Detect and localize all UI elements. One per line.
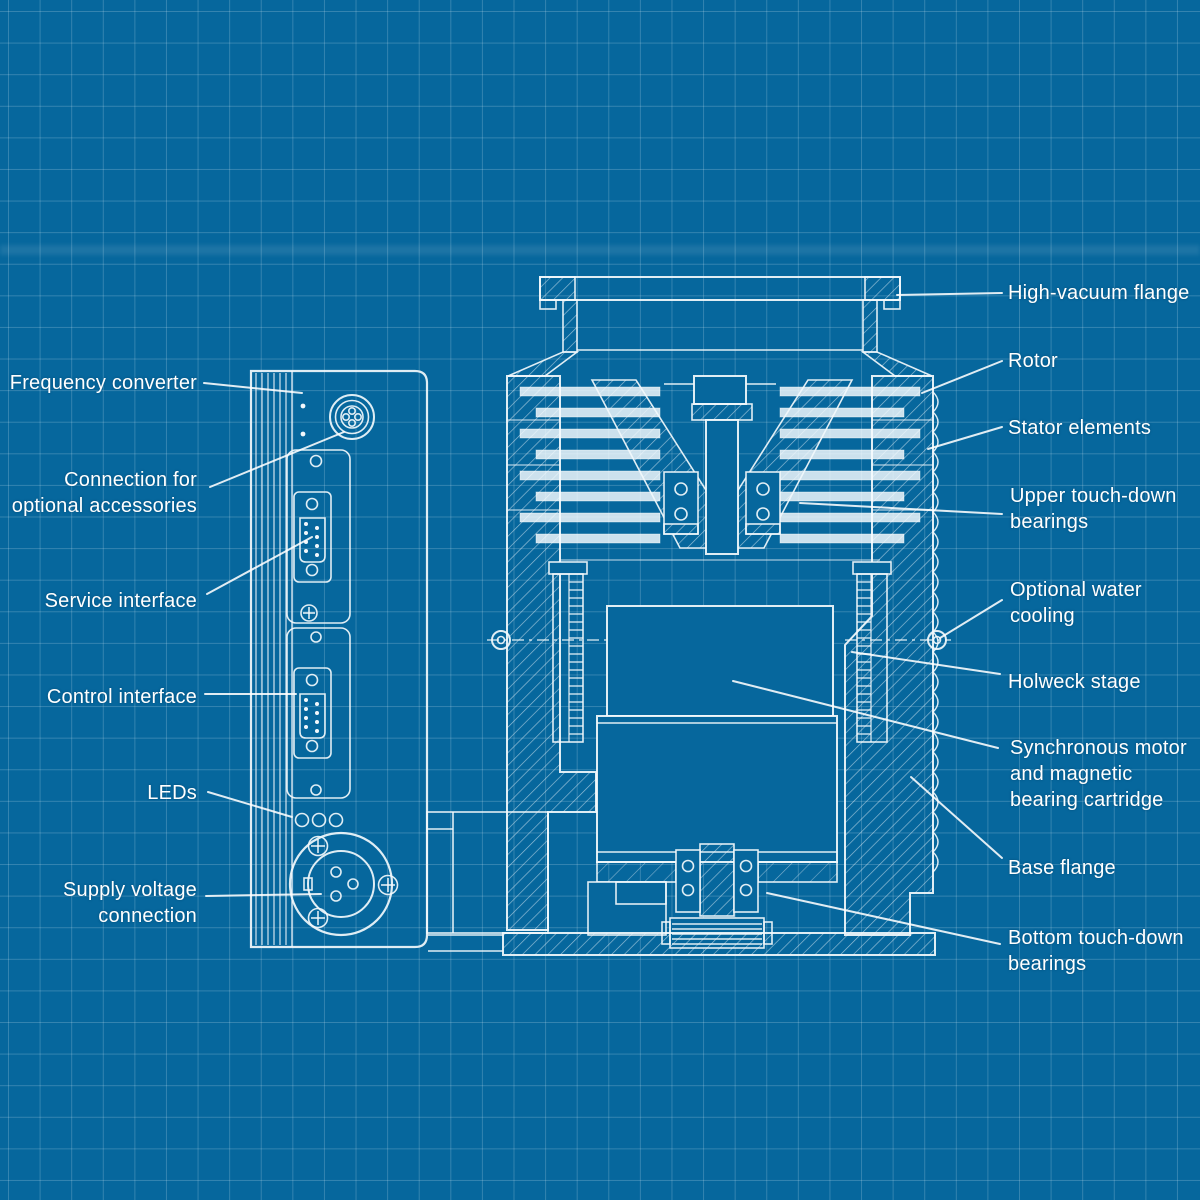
leader-synchronous-motor: [732, 680, 999, 749]
label-line: bearing cartridge: [1010, 789, 1164, 811]
label-line: connection: [98, 905, 197, 927]
label-line: Upper touch-down: [1010, 485, 1177, 507]
label-frequency-converter: Frequency converter: [0, 370, 197, 396]
label-holweck-stage: Holweck stage: [1008, 669, 1141, 695]
water-cooling-port: [487, 630, 951, 650]
panel-hole: [300, 431, 306, 437]
leader-leds: [207, 791, 293, 818]
label-accessory-connection: Connection for optional accessories: [0, 467, 197, 519]
high-vacuum-flange-part: [507, 276, 933, 377]
leader-base-flange: [910, 776, 1003, 859]
label-service-interface: Service interface: [0, 588, 197, 614]
leader-lines: [203, 292, 1003, 945]
label-line: Control interface: [46, 686, 197, 708]
label-line: Holweck stage: [1008, 671, 1141, 693]
service-interface-panel: [286, 449, 351, 624]
leader-accessory-connection: [209, 431, 345, 488]
label-synchronous-motor: Synchronous motor and magnetic bearing c…: [1010, 735, 1187, 813]
label-line: Bottom touch-down: [1008, 927, 1184, 949]
label-line: Frequency converter: [9, 372, 197, 394]
status-leds: [294, 812, 344, 828]
panel-screw: [300, 604, 318, 622]
panel-hole: [310, 784, 322, 796]
rotor-shaft: [664, 375, 776, 555]
label-line: bearings: [1008, 953, 1087, 975]
accessory-connector: [329, 394, 375, 440]
motor-cartridge-part: [596, 605, 838, 863]
flange-screw: [307, 907, 329, 929]
label-line: High-vacuum flange: [1008, 282, 1190, 304]
leader-supply-voltage: [205, 893, 322, 897]
label-high-vacuum-flange: High-vacuum flange: [1008, 280, 1189, 306]
panel-hole: [310, 631, 322, 643]
leader-high-vacuum-flange: [896, 292, 1003, 296]
label-line: bearings: [1010, 511, 1089, 533]
label-optional-water-cooling: Optional water cooling: [1010, 577, 1142, 629]
panel-hole: [300, 403, 306, 409]
label-line: LEDs: [147, 782, 197, 804]
leader-stator-elements: [927, 426, 1003, 450]
label-leds: LEDs: [0, 780, 197, 806]
flange-screw: [377, 874, 399, 896]
label-line: and magnetic: [1010, 763, 1133, 785]
supply-connector: [288, 831, 399, 937]
flange-screw: [307, 835, 329, 857]
leader-bottom-touchdown-bearings: [766, 892, 1001, 945]
turbopump-drawing: [428, 276, 951, 956]
holweck-stage-part: [548, 561, 892, 743]
leader-optional-water-cooling: [939, 599, 1003, 639]
dsub-pins: [304, 522, 319, 557]
leader-rotor: [921, 360, 1003, 394]
base-flange-part: [428, 932, 936, 956]
leader-upper-touchdown-bearings: [799, 502, 1003, 515]
label-line: Base flange: [1008, 857, 1116, 879]
label-line: Rotor: [1008, 350, 1058, 372]
label-line: cooling: [1010, 605, 1075, 627]
label-stator-elements: Stator elements: [1008, 415, 1151, 441]
label-line: Service interface: [44, 590, 197, 612]
label-line: optional accessories: [11, 495, 197, 517]
label-line: Optional water: [1010, 579, 1142, 601]
label-line: Supply voltage: [62, 879, 197, 901]
label-supply-voltage: Supply voltage connection: [0, 877, 197, 929]
dsub-pins: [304, 698, 319, 733]
leader-holweck-stage: [851, 651, 1001, 675]
control-interface-panel: [286, 627, 351, 799]
label-base-flange: Base flange: [1008, 855, 1116, 881]
label-rotor: Rotor: [1008, 348, 1058, 374]
frequency-converter-drawing: [249, 369, 549, 949]
upper-touchdown-bearing-part: [663, 471, 781, 535]
label-upper-touchdown-bearings: Upper touch-down bearings: [1010, 483, 1177, 535]
label-line: Connection for: [64, 469, 197, 491]
label-line: Synchronous motor: [1010, 737, 1187, 759]
label-bottom-touchdown-bearings: Bottom touch-down bearings: [1008, 925, 1184, 977]
leader-frequency-converter: [203, 382, 303, 394]
label-control-interface: Control interface: [0, 684, 197, 710]
leader-service-interface: [206, 536, 313, 595]
grid-highlight-band: [0, 245, 1200, 255]
label-line: Stator elements: [1008, 417, 1152, 439]
